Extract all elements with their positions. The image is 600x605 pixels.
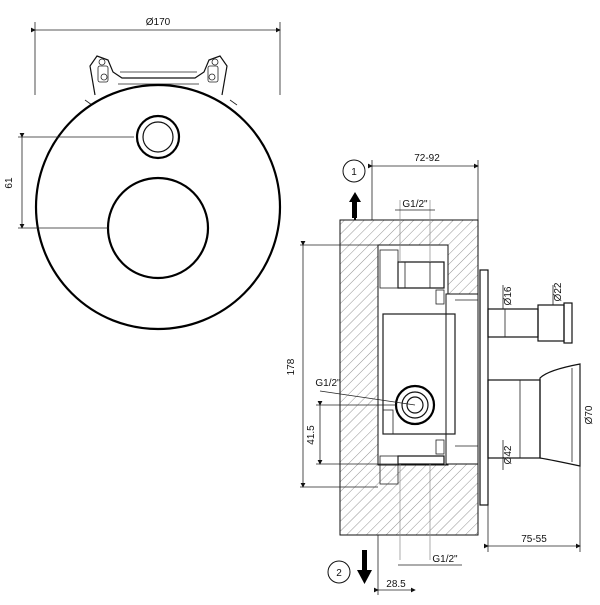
dim-bottom-offset: 28.5 xyxy=(386,579,406,590)
dim-thread-top: G1/2" xyxy=(402,199,428,210)
dim-dia-16: Ø16 xyxy=(503,286,514,305)
outlet-1-label: 1 xyxy=(351,167,357,178)
arrow-down-icon xyxy=(357,570,372,584)
dim-outer-diameter: Ø170 xyxy=(146,17,171,28)
front-view: Ø170 61 xyxy=(4,17,282,331)
outlet-1-marker: 1 xyxy=(342,159,366,220)
side-view: Ø16 Ø22 Ø70 Ø42 72-92 G1/2" 178 G1/2" 41… xyxy=(286,153,595,595)
central-fitting-mid xyxy=(401,391,429,419)
bottom-connector xyxy=(379,439,445,560)
mixer-stem xyxy=(487,363,581,467)
dim-offset: 61 xyxy=(4,177,15,189)
central-fitting-inner xyxy=(406,396,424,414)
dim-dia-22: Ø22 xyxy=(553,282,564,301)
cover-plate xyxy=(34,83,282,331)
dim-projection: 75-55 xyxy=(521,534,547,545)
dim-height: 178 xyxy=(286,358,297,375)
cavity xyxy=(377,244,449,466)
dim-thread-middle: G1/2" xyxy=(315,378,341,389)
dim-dia-42: Ø42 xyxy=(503,445,514,464)
diverter-knob-inner xyxy=(142,121,174,153)
outlet-2-marker: 2 xyxy=(327,550,372,584)
arrow-down-shaft xyxy=(362,550,367,572)
dim-centre: 41.5 xyxy=(306,425,317,445)
valve-body xyxy=(382,299,478,447)
cavity-front xyxy=(445,293,479,465)
arrow-up-shaft xyxy=(352,200,357,218)
outlet-2-circle xyxy=(327,560,351,584)
finish-plate xyxy=(479,269,489,506)
dim-thread-bottom: G1/2" xyxy=(432,554,458,565)
mixer-handle xyxy=(106,176,210,280)
outlet-2-label: 2 xyxy=(336,568,342,579)
dim-dia-70: Ø70 xyxy=(584,405,595,424)
thread-leader-middle xyxy=(319,390,416,406)
dim-depth: 72-92 xyxy=(414,153,440,164)
diverter-knob-outer xyxy=(135,114,181,160)
diverter-stem xyxy=(487,302,573,344)
outlet-1-circle xyxy=(342,159,366,183)
